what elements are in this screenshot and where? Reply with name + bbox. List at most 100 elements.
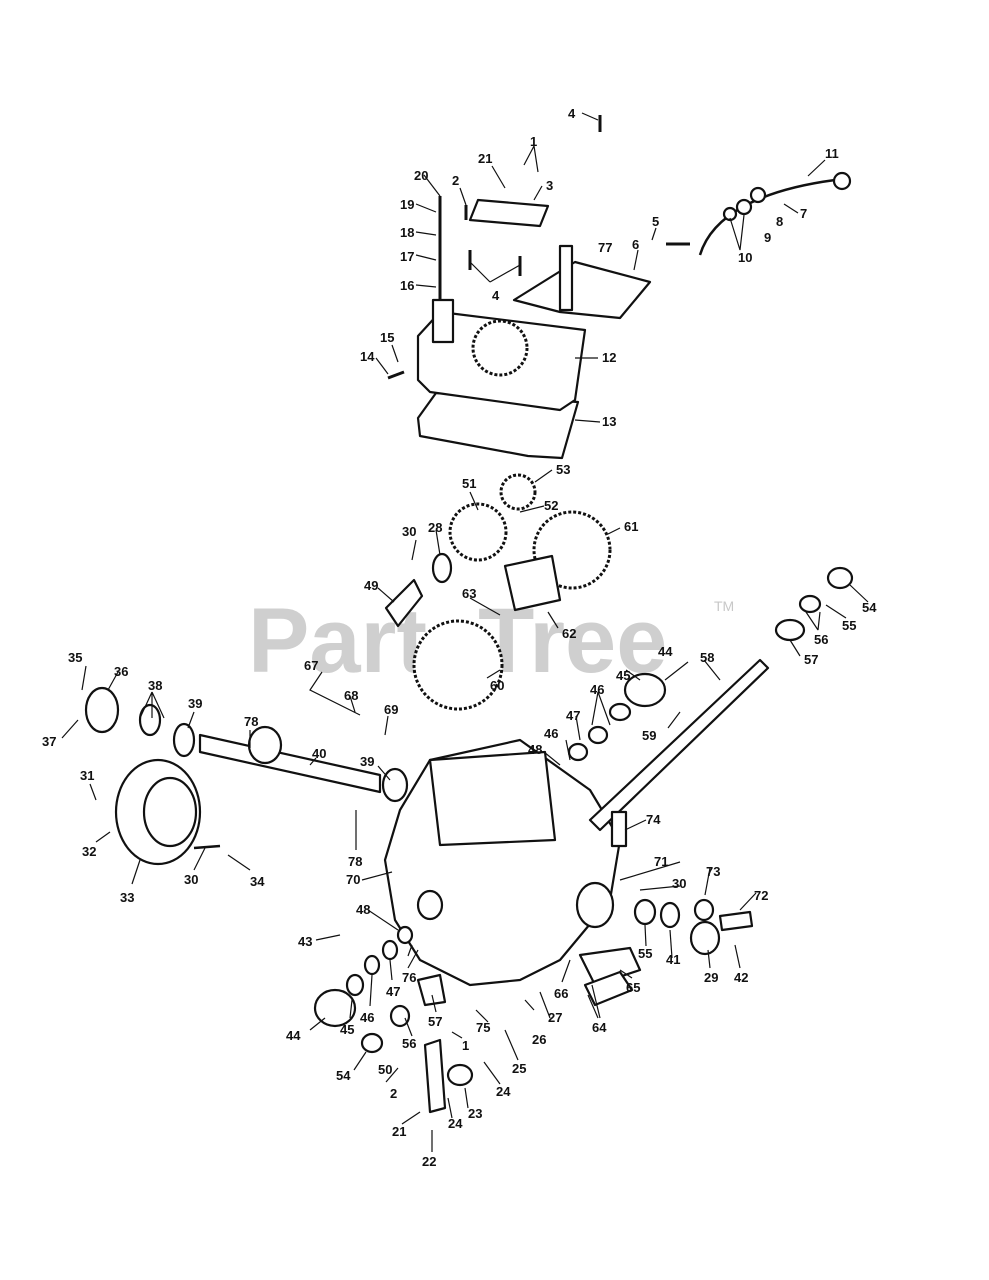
bolt xyxy=(718,910,754,932)
input-shaft-assembly xyxy=(84,686,409,866)
mounting-plate xyxy=(468,198,550,228)
callout-7: 7 xyxy=(800,206,807,221)
shift-lever xyxy=(558,244,574,312)
washer xyxy=(798,594,822,614)
callout-44b: 44 xyxy=(286,1028,301,1043)
pinion-shaft xyxy=(384,578,424,628)
callout-labels: 4 1 21 2 3 20 19 18 17 16 4 5 6 77 10 9 … xyxy=(42,106,877,1169)
callout-42: 42 xyxy=(734,970,748,985)
callout-69: 69 xyxy=(384,702,398,717)
callout-66: 66 xyxy=(554,986,568,1001)
callout-24b: 24 xyxy=(448,1116,463,1131)
callout-55b: 55 xyxy=(638,946,652,961)
callout-59: 59 xyxy=(642,728,656,743)
cover-gear xyxy=(471,319,529,377)
callout-48: 48 xyxy=(528,742,542,757)
callout-78: 78 xyxy=(244,714,258,729)
callout-25: 25 xyxy=(512,1061,526,1076)
callout-56b: 56 xyxy=(402,1036,416,1051)
input-shaft xyxy=(198,733,382,794)
callout-76: 76 xyxy=(402,970,416,985)
callout-54: 54 xyxy=(862,600,877,615)
o-ring xyxy=(345,973,365,997)
callout-20: 20 xyxy=(414,168,428,183)
differential-housing xyxy=(503,554,562,612)
bearing xyxy=(381,767,409,803)
transaxle-case xyxy=(383,658,770,987)
ring-gear xyxy=(412,619,504,711)
callout-2b: 2 xyxy=(390,1086,397,1101)
axle-boss xyxy=(416,889,444,921)
callout-61: 61 xyxy=(624,519,638,534)
washer xyxy=(749,186,767,204)
leader-lines xyxy=(61,112,869,1152)
callout-33: 33 xyxy=(120,890,134,905)
callout-45: 45 xyxy=(616,668,630,683)
callout-11: 11 xyxy=(825,146,839,161)
callout-37: 37 xyxy=(42,734,56,749)
snap-ring xyxy=(431,552,453,584)
callout-14: 14 xyxy=(360,349,375,364)
pulley-groove xyxy=(142,776,198,848)
shift-lever-bracket xyxy=(512,260,652,320)
callout-55: 55 xyxy=(842,618,856,633)
bearing xyxy=(774,618,806,642)
callout-39: 39 xyxy=(188,696,202,711)
callout-19: 19 xyxy=(400,197,414,212)
callout-38: 38 xyxy=(148,678,162,693)
key xyxy=(193,844,221,850)
callout-77: 77 xyxy=(598,240,612,255)
bearing xyxy=(172,722,196,758)
callout-21: 21 xyxy=(478,151,492,166)
callout-65: 65 xyxy=(626,980,640,995)
callout-46b: 46 xyxy=(544,726,558,741)
lower-left-parts xyxy=(313,925,634,1114)
callout-70: 70 xyxy=(346,872,360,887)
callout-5: 5 xyxy=(652,214,659,229)
callout-49: 49 xyxy=(364,578,378,593)
shift-fork xyxy=(578,946,642,987)
callout-47: 47 xyxy=(566,708,580,723)
callout-24: 24 xyxy=(496,1084,511,1099)
callout-68: 68 xyxy=(344,688,358,703)
axle-housing-cap xyxy=(623,672,667,708)
upper-cover-assembly xyxy=(387,115,852,460)
washer xyxy=(587,725,609,745)
washer xyxy=(567,742,589,762)
shift-cam xyxy=(446,1063,474,1087)
callout-28: 28 xyxy=(428,520,442,535)
bushing xyxy=(360,1032,384,1054)
screw xyxy=(387,370,405,380)
callout-3: 3 xyxy=(546,178,553,193)
o-ring xyxy=(608,702,632,722)
bushing xyxy=(826,566,854,590)
callout-75: 75 xyxy=(476,1020,490,1035)
shift-collar xyxy=(689,920,721,956)
callout-29: 29 xyxy=(704,970,718,985)
callout-36: 36 xyxy=(114,664,128,679)
callout-4b: 4 xyxy=(492,288,500,303)
callout-39b: 39 xyxy=(360,754,374,769)
callout-30b: 30 xyxy=(184,872,198,887)
callout-2: 2 xyxy=(452,173,459,188)
callout-56: 56 xyxy=(814,632,828,647)
callout-67: 67 xyxy=(304,658,318,673)
callout-1b: 1 xyxy=(462,1038,469,1053)
callout-58: 58 xyxy=(700,650,714,665)
washer xyxy=(633,898,657,926)
callout-9: 9 xyxy=(764,230,771,245)
callout-74: 74 xyxy=(646,812,661,827)
callout-44: 44 xyxy=(658,644,673,659)
callout-30c: 30 xyxy=(672,876,686,891)
callout-1: 1 xyxy=(530,134,537,149)
callout-4: 4 xyxy=(568,106,576,121)
callout-31: 31 xyxy=(80,768,94,783)
seal xyxy=(659,901,681,929)
callout-12: 12 xyxy=(602,350,616,365)
washer xyxy=(363,954,381,976)
callout-22: 22 xyxy=(422,1154,436,1169)
worm-gear xyxy=(247,725,283,765)
callout-23: 23 xyxy=(468,1106,482,1121)
shift-arm xyxy=(423,1038,447,1114)
